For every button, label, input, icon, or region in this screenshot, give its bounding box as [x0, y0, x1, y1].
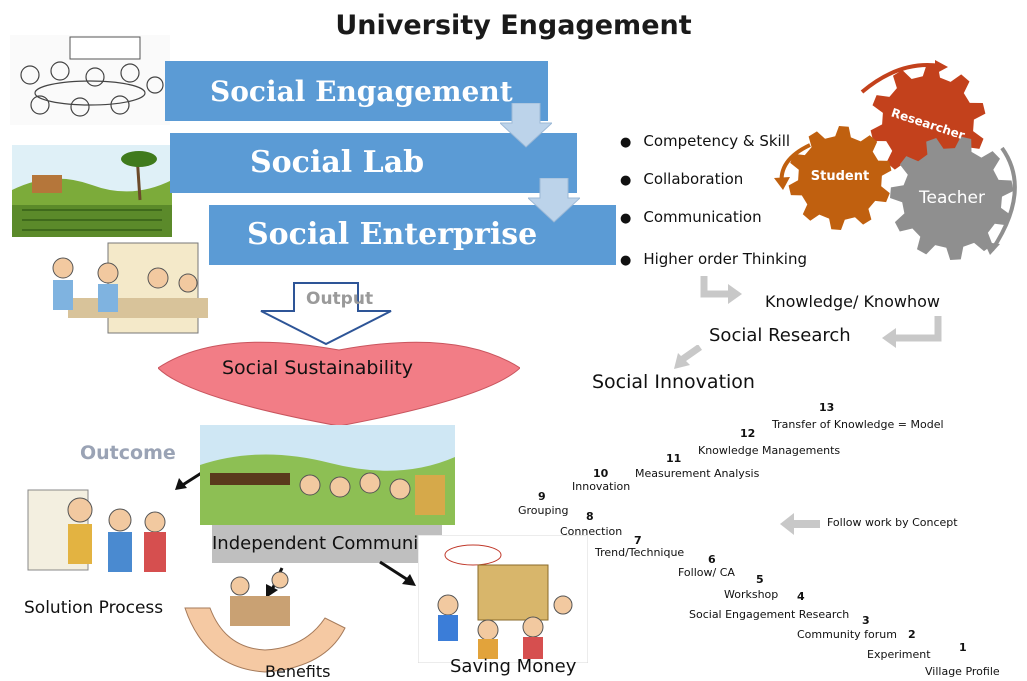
- step-number: 2: [908, 628, 916, 641]
- community-arrow: [379, 560, 416, 586]
- step-label: Transfer of Knowledge = Model: [772, 418, 944, 431]
- stage-social-enterprise-label: Social Enterprise: [247, 217, 538, 252]
- saving-money-label: Saving Money: [450, 656, 577, 677]
- step-number: 8: [586, 510, 594, 523]
- step-label: Village Profile: [925, 665, 1000, 678]
- arrow-to-social-research: [882, 316, 942, 348]
- bullet-competency: Competency & Skill: [620, 132, 790, 150]
- bullet-communication: Communication: [620, 208, 761, 226]
- step-label: Community forum: [797, 628, 897, 641]
- teacher-gear: [890, 136, 1014, 260]
- stage-social-lab-label: Social Lab: [250, 145, 425, 180]
- solution-process-label: Solution Process: [24, 598, 164, 618]
- step-number: 11: [666, 452, 682, 465]
- meeting-illustration: [10, 35, 170, 125]
- follow-arrow: [780, 513, 820, 535]
- stage-social-lab: Social Lab: [170, 133, 577, 193]
- gear-t-shape: [890, 136, 1014, 260]
- step-label: Innovation: [572, 480, 631, 493]
- farm-illustration: [12, 145, 172, 237]
- benefits-hand-illustration: [184, 571, 346, 673]
- step-number: 5: [756, 573, 764, 586]
- saving-money-illustration: [418, 535, 588, 663]
- step-label: Grouping: [518, 504, 569, 517]
- step-label: Connection: [560, 525, 623, 538]
- step-label: Trend/Technique: [595, 546, 685, 559]
- step-label: Knowledge Managements: [698, 444, 841, 457]
- market-illustration: [52, 242, 208, 334]
- step-label: Follow/ CA: [678, 566, 735, 579]
- stage-social-engagement: Social Engagement: [165, 61, 548, 121]
- step-number: 6: [708, 553, 716, 566]
- solution-illustration: [27, 489, 166, 572]
- step-label: Measurement Analysis: [635, 467, 760, 480]
- follow-note: Follow work by Concept: [827, 516, 958, 529]
- bullet-higher-order-thinking: Higher order Thinking: [620, 250, 807, 268]
- step-label: Social Engagement Research: [689, 608, 850, 621]
- step-number: 12: [740, 427, 756, 440]
- teacher-label: Teacher: [918, 188, 985, 208]
- bullet-collaboration: Collaboration: [620, 170, 743, 188]
- community-illustration: [200, 425, 455, 525]
- step-number: 1: [959, 641, 967, 654]
- arrow-to-social-innovation: [674, 345, 703, 369]
- step-number: 3: [862, 614, 870, 627]
- step-number: 4: [797, 590, 805, 603]
- social-research-label: Social Research: [709, 325, 851, 346]
- sustainability-label: Social Sustainability: [222, 357, 414, 379]
- step-number: 7: [634, 534, 642, 547]
- student-label: Student: [811, 169, 869, 184]
- arrow-to-knowledge: [700, 276, 742, 304]
- output-arrow: [260, 282, 392, 346]
- gears-graphic: Researcher Student Teacher: [774, 60, 1017, 260]
- output-label: Output: [306, 289, 374, 309]
- step-number: 9: [538, 490, 546, 503]
- stage-social-engagement-label: Social Engagement: [210, 75, 513, 108]
- stage-arrow-1: [500, 103, 552, 148]
- outcome-arrow: [175, 470, 204, 490]
- gear-s-shape: [788, 126, 892, 230]
- benefits-label: Benefits: [265, 662, 331, 681]
- sustainability-shape: [158, 341, 520, 427]
- step-label: Experiment: [867, 648, 931, 661]
- step-number: 10: [593, 467, 609, 480]
- step-label: Workshop: [724, 588, 779, 601]
- social-innovation-label: Social Innovation: [592, 371, 755, 393]
- stage-arrow-2: [528, 178, 580, 223]
- step-number: 13: [819, 401, 835, 414]
- student-gear: [788, 126, 892, 230]
- independent-community-label: Independent Community: [212, 533, 436, 554]
- outcome-label: Outcome: [80, 442, 176, 464]
- page-title: University Engagement: [335, 10, 692, 41]
- independent-community-box: [212, 525, 442, 563]
- knowledge-label: Knowledge/ Knowhow: [765, 292, 940, 311]
